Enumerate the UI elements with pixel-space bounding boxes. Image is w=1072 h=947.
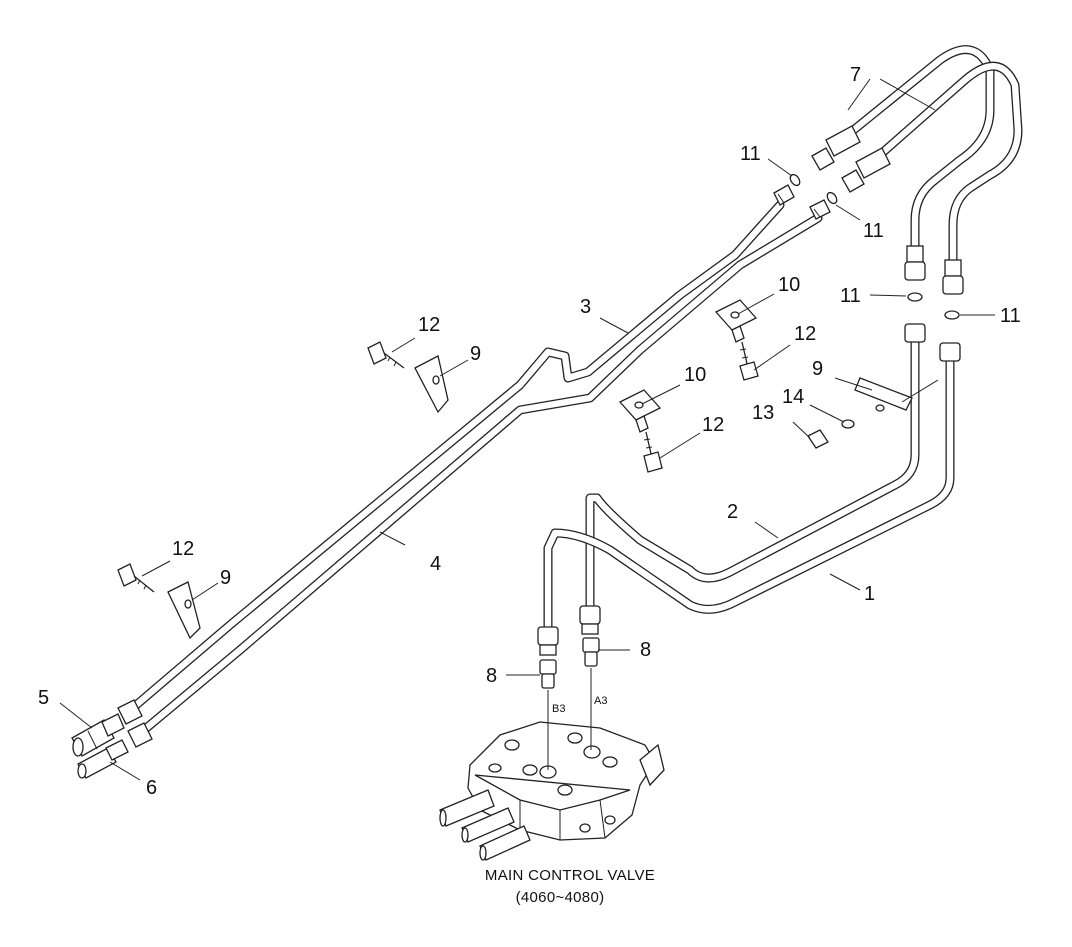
bolt-12-upper-right: [739, 341, 759, 381]
pipe-3-lower-nut: [127, 722, 153, 748]
bolt-12-upper-left: [367, 341, 405, 369]
callout-9-lower-left: 9: [220, 567, 231, 589]
hose-7a: [830, 45, 995, 255]
hose-7b-lower-fitting: [942, 259, 964, 295]
pipe-2-lower-nut: [579, 605, 601, 635]
bolt-12-lower-left: [117, 563, 155, 593]
callout-9-upper-left: 9: [470, 343, 481, 365]
pipe-3: [133, 213, 823, 740]
callout-4: 4: [430, 553, 441, 575]
o-ring-11d: [944, 310, 960, 320]
callout-14: 14: [782, 386, 804, 408]
adapter-6: [77, 739, 129, 779]
callout-12-upper-right: 12: [794, 323, 816, 345]
callout-8-left: 8: [486, 665, 497, 687]
callout-8-right: 8: [640, 639, 651, 661]
fitting-8-left: [539, 659, 557, 689]
callout-12-lower-right: 12: [702, 414, 724, 436]
callout-11-b: 11: [863, 220, 884, 242]
callout-13: 13: [752, 402, 774, 424]
caption-title: MAIN CONTROL VALVE: [485, 867, 655, 884]
pipe-3-upper-nut: [773, 184, 795, 206]
leader-lines: [59, 78, 995, 781]
pipe-1-lower-nut: [537, 626, 559, 656]
callout-10-upper: 10: [778, 274, 800, 296]
callout-12-upper-left: 12: [418, 314, 440, 336]
hose-7b: [860, 61, 1023, 267]
callout-3: 3: [580, 296, 591, 318]
fitting-8-right: [582, 637, 600, 667]
pipe-4-upper-nut: [809, 199, 831, 220]
callout-1: 1: [864, 583, 875, 605]
bolt-12-lower-right: [643, 431, 663, 473]
callout-7: 7: [850, 64, 861, 86]
callout-11-d: 11: [1000, 305, 1021, 327]
o-ring-11b: [826, 191, 838, 205]
washer-14: [841, 419, 855, 429]
callout-6: 6: [146, 777, 157, 799]
callout-10-lower: 10: [684, 364, 706, 386]
port-label-b3: B3: [552, 703, 565, 715]
callout-2: 2: [727, 501, 738, 523]
pipe-1: [543, 350, 955, 637]
pipe-2-upper-nut: [904, 323, 926, 343]
bracket-9-lower-left: [167, 581, 201, 640]
pipe-2: [585, 330, 920, 617]
hose-7a-end-fitting: [811, 125, 861, 171]
clamp-10-upper: [714, 299, 758, 343]
main-control-valve: [439, 721, 665, 861]
pipe-4: [123, 200, 785, 717]
callout-9-right: 9: [812, 358, 823, 380]
nut-13: [807, 429, 829, 449]
bracket-9-upper-left: [414, 355, 449, 414]
callout-12-lower-left: 12: [172, 538, 194, 560]
caption-model-range: (4060~4080): [516, 889, 605, 906]
clamp-10-lower: [618, 389, 662, 433]
pipe-4-lower-nut: [117, 699, 143, 725]
hose-7a-lower-fitting: [904, 245, 926, 281]
callout-5: 5: [38, 687, 49, 709]
callout-11-c: 11: [840, 285, 861, 307]
o-ring-11c: [907, 292, 923, 302]
bracket-9-right: [854, 377, 913, 412]
pipe-1-upper-nut: [939, 342, 961, 362]
callout-11-a: 11: [740, 143, 761, 165]
hose-7b-end-fitting: [841, 147, 891, 193]
coupler-5: [71, 713, 125, 757]
port-label-a3: A3: [594, 695, 607, 707]
